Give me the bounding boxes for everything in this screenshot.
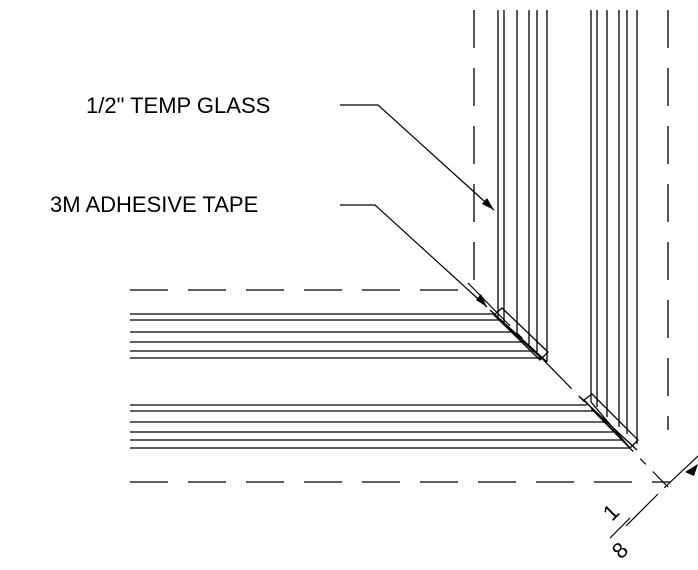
dimension-numerator: 1 xyxy=(598,499,624,525)
callout-leaders xyxy=(340,104,495,308)
vertical-glass-lines xyxy=(497,10,638,444)
dimension-marker: 1 8 xyxy=(598,455,698,564)
tape-callout: 3M ADHESIVE TAPE xyxy=(50,192,258,217)
dimension-denominator: 8 xyxy=(607,537,633,563)
horizontal-glass-lines xyxy=(130,313,630,449)
dashed-outline xyxy=(130,10,670,483)
adhesive-tape-blocks xyxy=(493,307,639,449)
mitre-joints xyxy=(467,282,669,488)
glass-callout: 1/2" TEMP GLASS xyxy=(86,93,270,118)
